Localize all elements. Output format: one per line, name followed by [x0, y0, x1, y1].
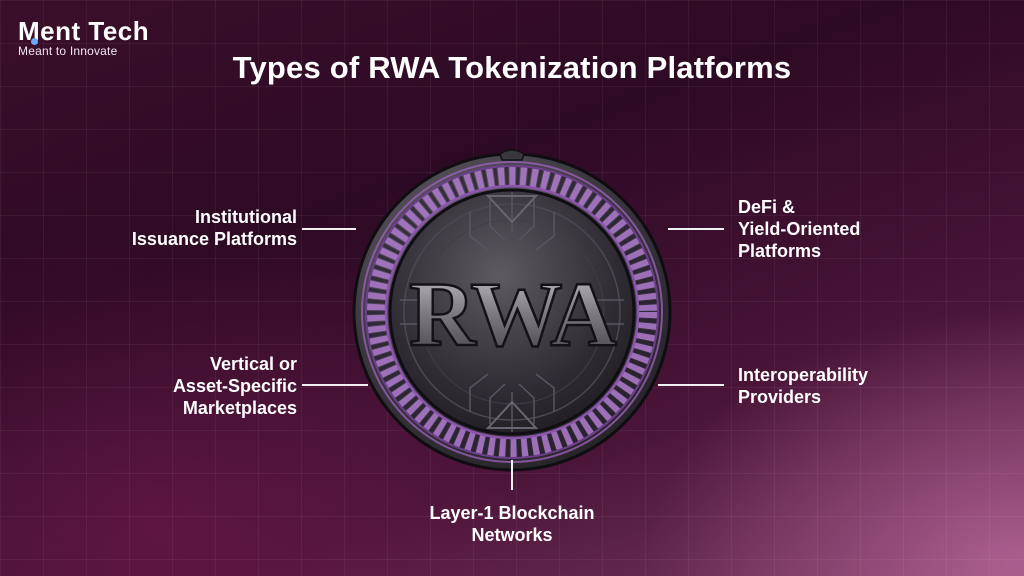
circuit-pattern — [400, 192, 624, 432]
logo-dot-icon — [31, 38, 38, 45]
brand-name: Ment Tech — [18, 16, 150, 46]
label-vertical-marketplaces: Vertical or Asset-Specific Marketplaces — [172, 354, 297, 418]
connector-vertical — [302, 384, 368, 386]
label-institutional-issuance: Institutional Issuance Platforms — [131, 207, 297, 249]
label-layer1-blockchain: Layer-1 Blockchain Networks — [429, 503, 595, 545]
label-interoperability: Interoperability Providers — [738, 365, 869, 407]
medallion-inner-face — [388, 188, 636, 436]
connector-defi — [668, 228, 724, 230]
label-defi-yield: DeFi & Yield-Oriented Platforms — [738, 197, 861, 261]
connector-layer1 — [511, 460, 513, 490]
page-title: Types of RWA Tokenization Platforms — [232, 50, 792, 85]
connector-institutional — [302, 228, 356, 230]
medallion-rwa-text: RWA — [409, 263, 616, 365]
brand-tagline: Meant to Innovate — [18, 44, 118, 58]
brand-logo: Ment Tech Meant to Innovate — [18, 16, 149, 58]
connector-interop — [658, 384, 724, 386]
